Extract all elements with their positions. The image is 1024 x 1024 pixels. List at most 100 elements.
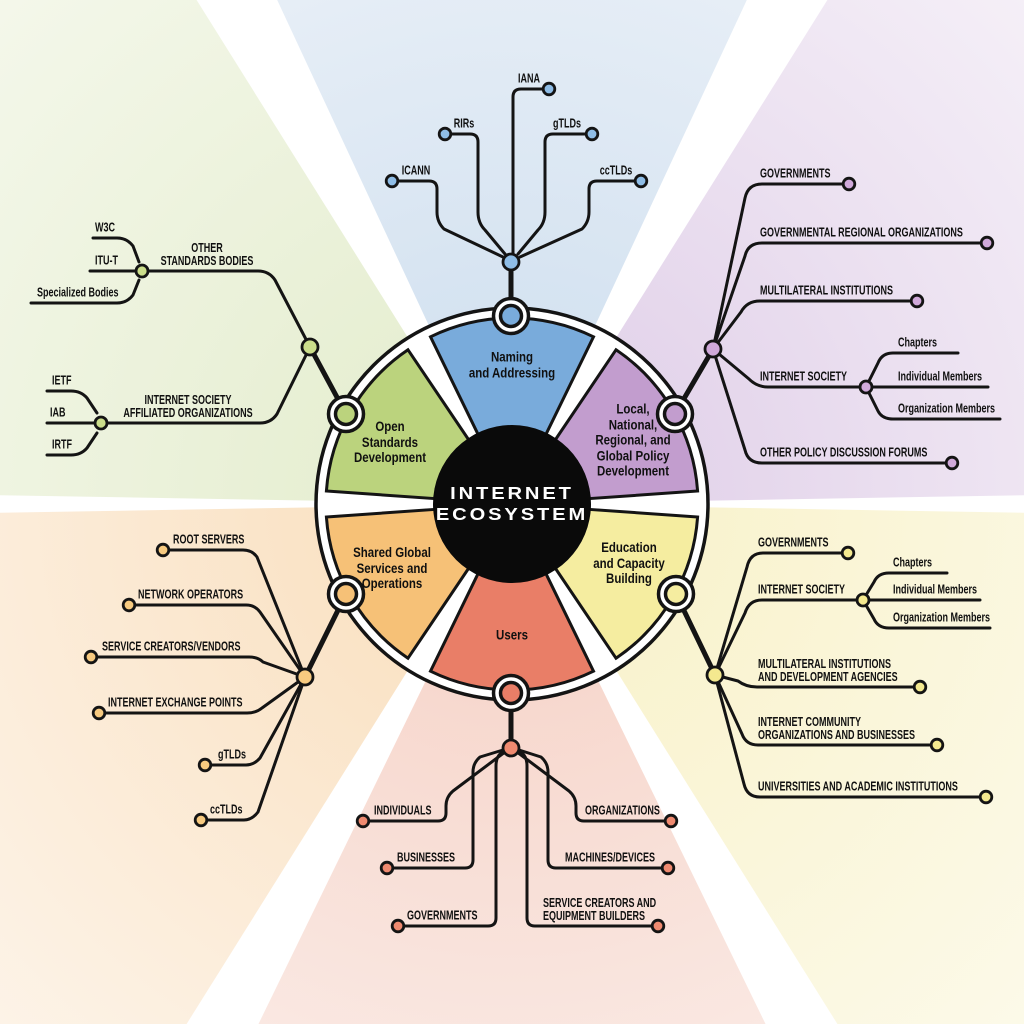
label-cctlds: ccTLDs: [599, 163, 633, 178]
line-exchange-points: [97, 675, 307, 715]
label-edu-multilateral: MULTILATERAL INSTITUTIONS AND DEVELOPMEN…: [758, 657, 898, 684]
label-businesses: BUSINESSES: [397, 850, 456, 865]
node-iana: [541, 81, 557, 97]
line-policy-governments: [711, 182, 851, 351]
education-nodes: [705, 545, 994, 805]
line-edu-organization-members: [861, 598, 992, 630]
node-machines: [660, 860, 676, 876]
node-edu-universities: [978, 789, 994, 805]
label-other-standards: OTHER STANDARDS BODIES: [160, 241, 254, 268]
subhub-edu-internet-society: [855, 592, 871, 608]
label-individuals: INDIVIDUALS: [374, 803, 432, 818]
port-users: [498, 680, 524, 706]
line-edu-community: [713, 673, 939, 747]
line-policy-multilateral: [711, 299, 919, 351]
label-policy-internet-society: INTERNET SOCIETY: [760, 369, 848, 384]
label-edu-universities: UNIVERSITIES AND ACADEMIC INSTITUTIONS: [758, 779, 958, 794]
line-businesses: [385, 748, 505, 870]
users-nodes: [355, 738, 679, 934]
subhub-policy-internet-society: [858, 379, 874, 395]
line-individuals: [361, 750, 507, 823]
bg-wedge-users: [258, 504, 766, 1024]
line-irtf: [45, 431, 99, 457]
label-policy-governments: GOVERNMENTS: [760, 166, 831, 181]
label-gtlds: gTLDs: [552, 116, 582, 131]
label-edu-internet-society: INTERNET SOCIETY: [758, 582, 846, 597]
line-policy-organization-members: [864, 385, 1002, 421]
shared-nodes: [83, 542, 315, 828]
line-shared-cctlds: [199, 675, 307, 822]
label-policy-organization-members: Organization Members: [898, 401, 996, 416]
node-edu-multilateral: [912, 679, 928, 695]
line-isoc-affiliated: [99, 345, 312, 425]
line-policy-gov-regional: [711, 241, 989, 351]
node-organizations: [663, 813, 679, 829]
label-policy-individual-members: Individual Members: [898, 369, 983, 384]
node-users-governments: [390, 918, 406, 934]
naming-nodes: [384, 81, 649, 272]
label-isoc-affiliated: INTERNET SOCIETY AFFILIATED ORGANIZATION…: [123, 393, 253, 420]
node-service-creators: [650, 918, 666, 934]
label-edu-governments: GOVERNMENTS: [758, 535, 829, 550]
node-edu-community: [929, 737, 945, 753]
hub-naming: [501, 252, 521, 272]
port-shared: [333, 581, 359, 607]
hub-shared: [295, 667, 315, 687]
node-gtlds: [584, 126, 600, 142]
line-root-servers: [161, 548, 307, 679]
wedge-label-shared: Shared Global Services and Operations: [353, 544, 431, 591]
label-policy-gov-regional: GOVERNMENTAL REGIONAL ORGANIZATIONS: [760, 225, 963, 240]
label-service-creators: SERVICE CREATORS AND EQUIPMENT BUILDERS: [543, 896, 657, 923]
line-ietf: [45, 389, 99, 415]
center-circle: [433, 425, 591, 583]
label-rirs: RIRs: [453, 116, 475, 131]
label-policy-chapters: Chapters: [898, 335, 938, 350]
port-education: [663, 581, 689, 607]
node-businesses: [379, 860, 395, 876]
hub-education: [705, 665, 725, 685]
line-policy-chapters: [864, 351, 960, 389]
wedge-label-users: Users: [496, 627, 528, 643]
node-individuals: [355, 813, 371, 829]
line-service-creators: [512, 748, 660, 928]
wedge-label-standards: Open Standards Development: [353, 418, 427, 465]
label-shared-gtlds: gTLDs: [218, 747, 247, 762]
label-users-governments: GOVERNMENTS: [407, 908, 478, 923]
node-policy-governments: [841, 176, 857, 192]
line-specialized: [29, 278, 141, 305]
line-network-operators: [127, 603, 307, 679]
node-shared-gtlds: [197, 757, 213, 773]
node-network-operators: [121, 597, 137, 613]
ports: [333, 303, 689, 706]
hub-policy: [703, 339, 723, 359]
line-iana: [511, 87, 551, 256]
line-edu-governments: [713, 551, 850, 677]
line-service-vendors: [89, 655, 307, 679]
node-groups: [83, 81, 995, 934]
page-title: INTERNET ECOSYSTEM: [435, 483, 589, 524]
connector-lines: [29, 87, 1002, 928]
node-icann: [384, 173, 400, 189]
node-edu-governments: [840, 545, 856, 561]
node-shared-cctlds: [193, 812, 209, 828]
node-policy-multilateral: [909, 293, 925, 309]
wheel-wedges: [324, 316, 700, 692]
port-policy: [662, 401, 688, 427]
node-rirs: [437, 126, 453, 142]
line-rirs: [443, 132, 507, 256]
label-shared-cctlds: ccTLDs: [210, 802, 243, 817]
line-policy-internet-society: [711, 347, 868, 389]
node-exchange-points: [91, 705, 107, 721]
label-iana: IANA: [517, 71, 541, 86]
port-naming: [498, 303, 524, 329]
label-itut: ITU-T: [95, 253, 118, 268]
label-ietf: IETF: [52, 373, 72, 388]
line-organizations: [515, 750, 673, 823]
label-icann: ICANN: [401, 163, 431, 178]
subhub-isoc-affiliated: [93, 415, 109, 431]
line-other-standards: [140, 269, 312, 349]
line-edu-multilateral: [713, 673, 922, 689]
label-machines: MACHINES/DEVICES: [565, 850, 656, 865]
wedge-label-policy: Local, National, Regional, and Global Po…: [595, 401, 671, 479]
